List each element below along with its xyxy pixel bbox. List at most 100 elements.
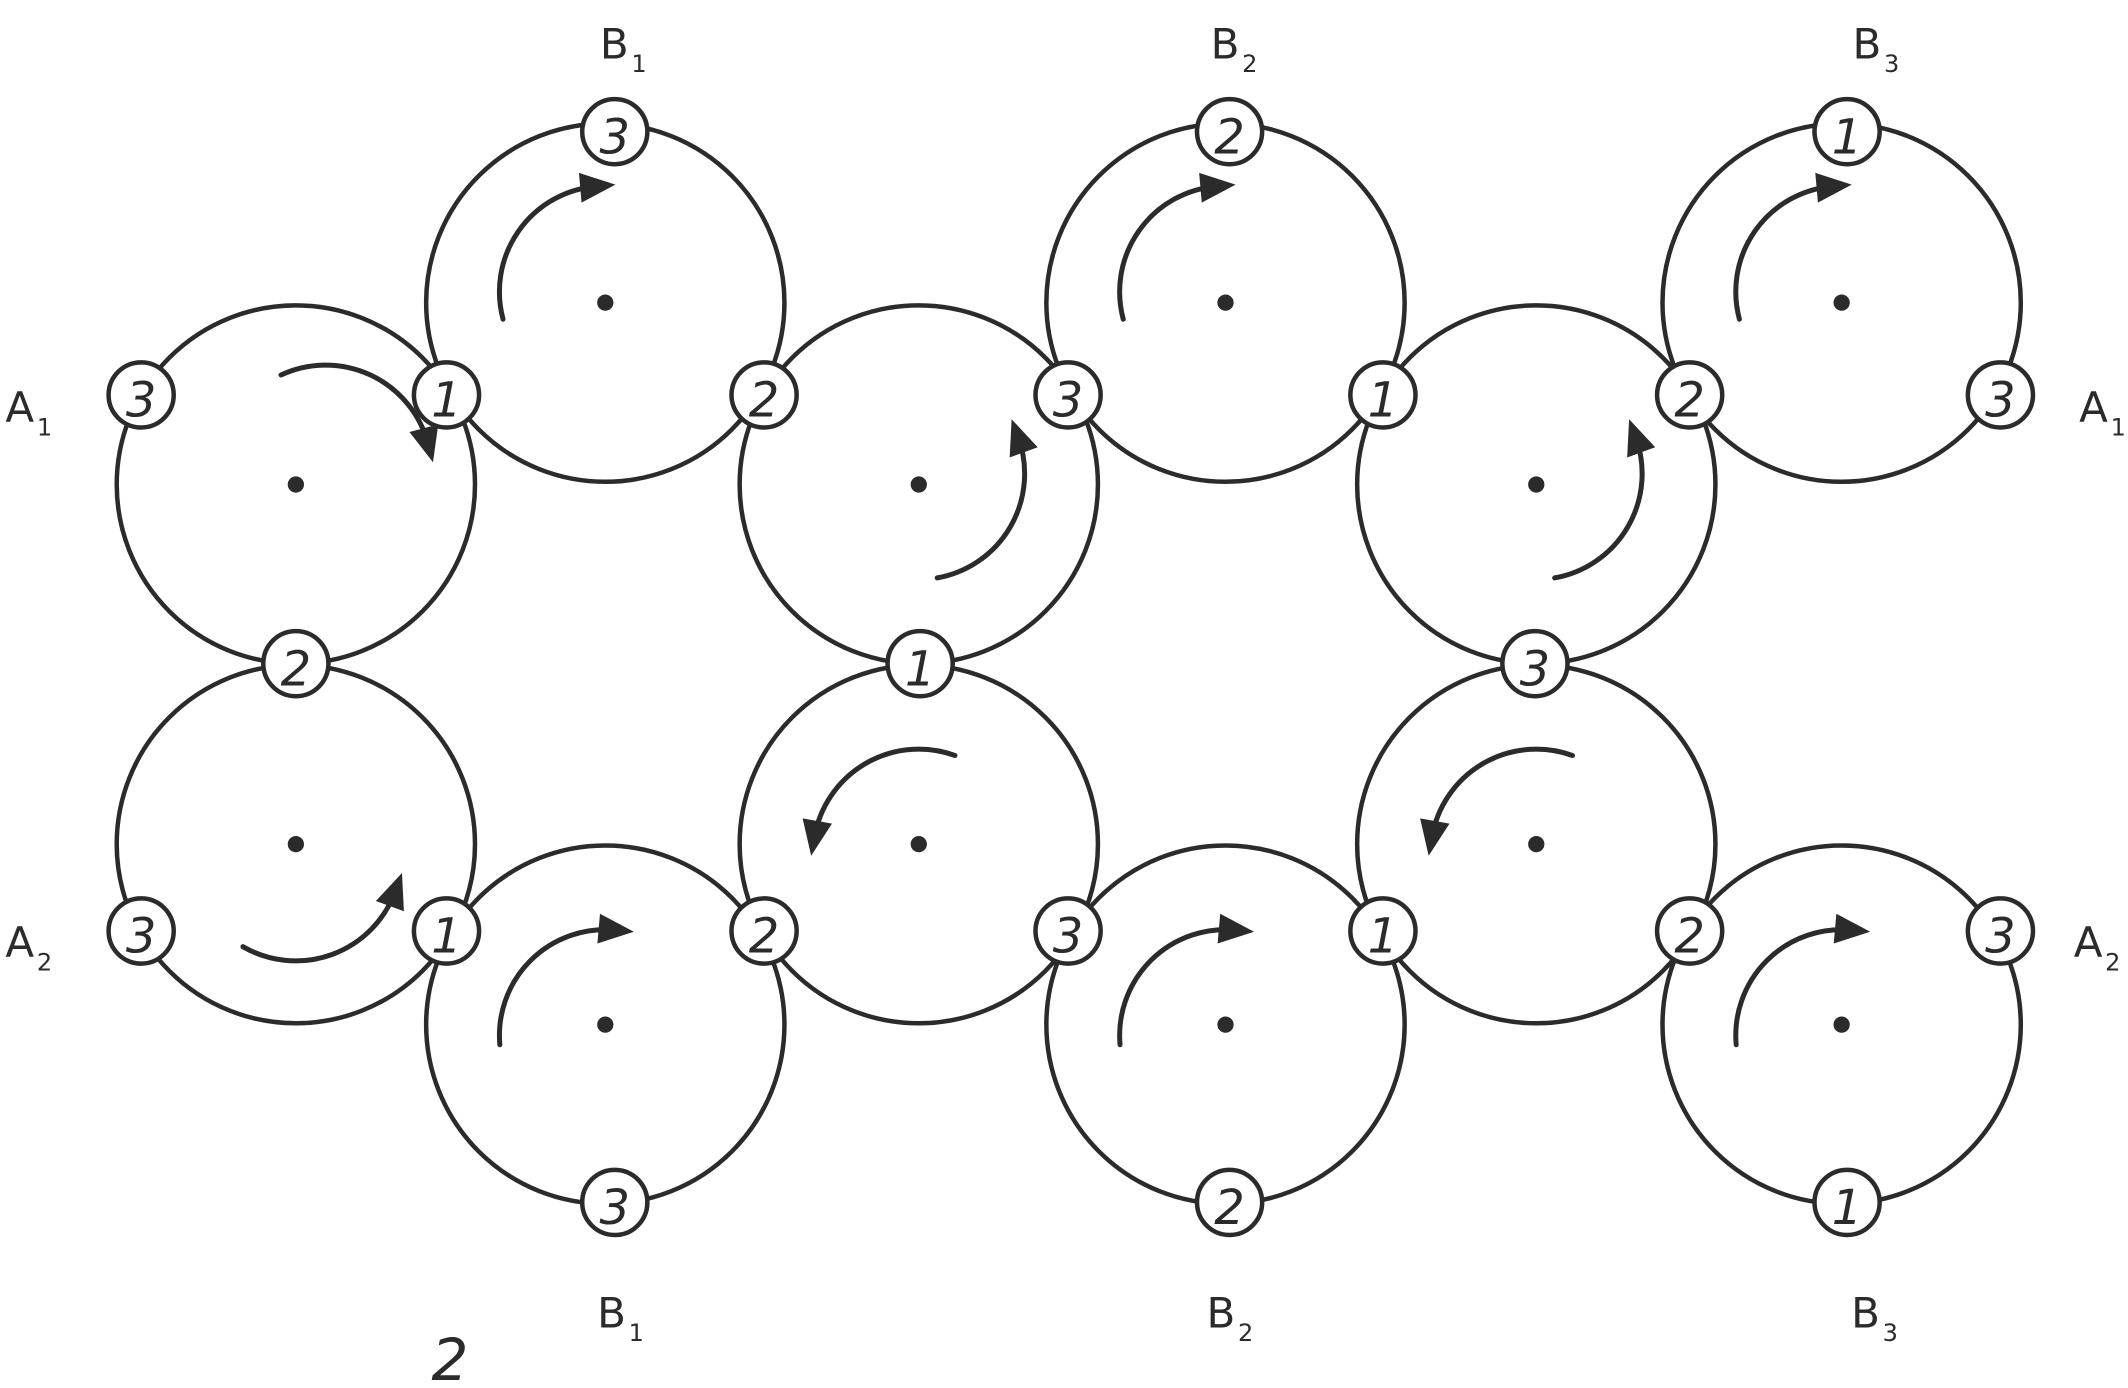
n-r2-910-circle xyxy=(1654,896,1725,966)
label-a2-left-sub: 2 xyxy=(37,948,52,976)
ring-b3-rotation-arrow xyxy=(812,746,958,840)
label-b1-bottom-main: B xyxy=(597,1288,626,1337)
label-a2-right-main: A xyxy=(2074,918,2103,967)
ring-t6-rotation-arrow xyxy=(1733,183,1835,322)
label-b3-top-main: B xyxy=(1853,19,1882,68)
ring-b5-arrow-head xyxy=(1420,818,1450,856)
n-b2-top-circle xyxy=(1194,96,1265,167)
n-r2-78-number: 1 xyxy=(1368,909,1399,965)
figure-label: 2 xyxy=(432,1326,469,1388)
n-mid-right: 3 xyxy=(1500,628,1570,699)
label-a1-right-sub: 1 xyxy=(2111,414,2126,442)
label-b2-top-main: B xyxy=(1211,19,1240,68)
ring-b2-arrow-head xyxy=(597,913,634,944)
n-b3-bottom-circle xyxy=(1812,1167,1882,1238)
ring-t1-center-dot xyxy=(287,476,304,493)
n-r1-12-circle xyxy=(411,360,482,430)
label-b1-top-sub: 1 xyxy=(631,50,646,78)
n-b1-top: 3 xyxy=(579,96,650,167)
label-a1-left-sub: 1 xyxy=(37,414,52,442)
ring-t1-arrow-head xyxy=(409,424,439,463)
n-b2-top: 2 xyxy=(1194,96,1265,167)
n-mid-left: 2 xyxy=(261,628,331,699)
n-a1-right: 3 xyxy=(1965,360,2036,430)
n-r1-56-circle xyxy=(1033,360,1103,430)
label-b2-bottom-sub: 2 xyxy=(1238,1319,1253,1347)
n-r1-34: 2 xyxy=(729,360,799,430)
n-r2-34-number: 2 xyxy=(749,909,780,965)
ring-t6-arrow-head xyxy=(1815,172,1852,203)
n-a2-right-circle xyxy=(1965,896,2036,966)
n-r2-910: 2 xyxy=(1654,896,1725,966)
n-b2-top-number: 2 xyxy=(1214,109,1245,165)
n-mid-right-circle xyxy=(1500,628,1570,699)
n-b3-bottom: 1 xyxy=(1812,1167,1882,1238)
n-mid-left-number: 2 xyxy=(281,641,312,697)
n-r2-910-number: 2 xyxy=(1674,909,1705,965)
n-mid-center-circle xyxy=(885,628,955,699)
n-b1-bottom: 3 xyxy=(579,1167,650,1238)
ring-b4-rotation-arrow xyxy=(1117,927,1238,1048)
n-r2-56: 3 xyxy=(1033,896,1103,966)
n-r1-910: 2 xyxy=(1654,360,1725,430)
ring-t4-arrow-head xyxy=(1199,172,1236,203)
n-a2-left: 3 xyxy=(106,896,176,966)
n-a2-right-number: 3 xyxy=(1985,909,2016,965)
n-a1-right-circle xyxy=(1965,360,2036,430)
label-b2-bottom-main: B xyxy=(1207,1288,1236,1337)
n-b1-bottom-circle xyxy=(579,1167,650,1238)
label-a1-right-main: A xyxy=(2079,383,2108,432)
ring-b2-center-dot xyxy=(597,1016,614,1033)
n-r2-56-number: 3 xyxy=(1053,909,1084,965)
ring-t4-center-dot xyxy=(1217,294,1234,311)
n-b3-top-circle xyxy=(1812,96,1882,167)
n-r2-12-circle xyxy=(411,896,482,966)
n-b1-top-number: 3 xyxy=(600,109,631,165)
label-b1-top-main: B xyxy=(600,19,629,68)
label-a2-right-sub: 2 xyxy=(2105,948,2120,976)
ring-b5-center-dot xyxy=(1528,836,1545,853)
n-r1-910-number: 2 xyxy=(1674,373,1705,429)
ring-b5-rotation-arrow xyxy=(1429,746,1575,840)
n-mid-left-circle xyxy=(261,628,331,699)
ring-t2-arrow-head xyxy=(578,172,616,203)
n-b1-top-circle xyxy=(579,96,650,167)
ring-b1-arrow-head xyxy=(375,872,404,912)
n-r1-78-number: 1 xyxy=(1368,373,1399,429)
label-b1-bottom-sub: 1 xyxy=(629,1319,644,1347)
n-a1-left: 3 xyxy=(106,360,176,430)
n-r2-78-circle xyxy=(1348,896,1418,966)
ring-t2-center-dot xyxy=(597,294,614,311)
ring-t4-rotation-arrow xyxy=(1117,183,1219,322)
n-b3-bottom-number: 1 xyxy=(1832,1180,1863,1236)
n-a2-left-circle xyxy=(106,896,176,966)
ring-b3-center-dot xyxy=(910,836,927,853)
label-b2-top-sub: 2 xyxy=(1242,50,1257,78)
n-r1-910-circle xyxy=(1654,360,1725,430)
n-b3-top-number: 1 xyxy=(1832,109,1863,165)
ring-t5-rotation-arrow xyxy=(1552,434,1645,581)
n-r1-12-number: 1 xyxy=(431,373,462,429)
ring-t6-center-dot xyxy=(1833,294,1850,311)
ring-b3-arrow-head xyxy=(802,818,832,856)
rotation-arrows-layer xyxy=(240,172,1871,1048)
n-r2-12-number: 1 xyxy=(431,909,462,965)
label-b3-bottom-main: B xyxy=(1851,1288,1880,1337)
n-b2-bottom: 2 xyxy=(1194,1167,1265,1238)
ring-t5-center-dot xyxy=(1528,476,1545,493)
n-b2-bottom-number: 2 xyxy=(1214,1180,1245,1236)
ring-b4-center-dot xyxy=(1217,1016,1234,1033)
rings-layer xyxy=(114,121,2024,1207)
n-a1-left-circle xyxy=(106,360,176,430)
ring-b2-rotation-arrow xyxy=(496,927,618,1048)
n-a1-right-number: 3 xyxy=(1985,373,2016,429)
